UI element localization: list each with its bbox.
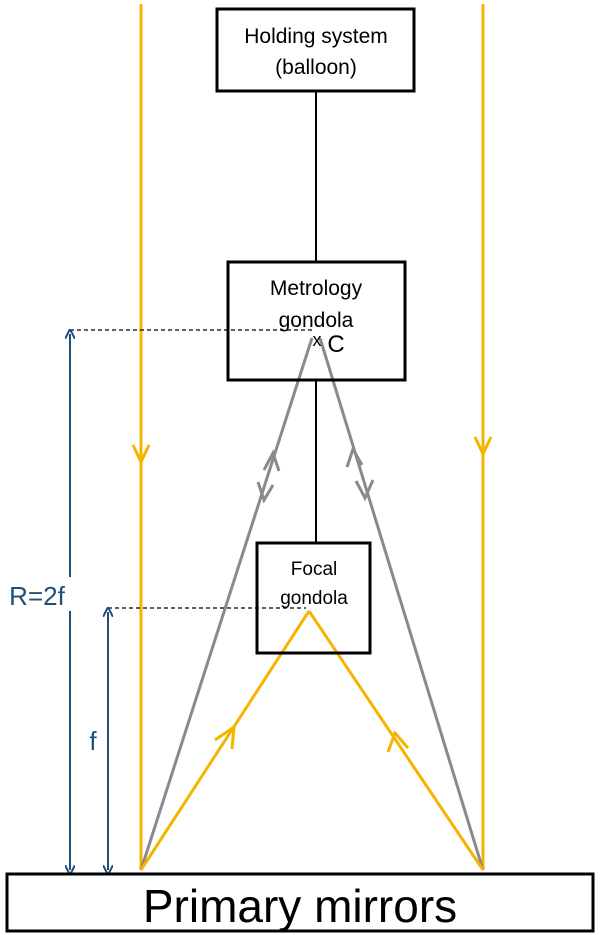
metrology-gondola-label-line1: Metrology xyxy=(270,277,363,300)
gray-arrowhead-up-left xyxy=(262,449,281,472)
focal-gondola-label-line2: gondola xyxy=(280,588,348,609)
ray-arrowhead-left xyxy=(131,444,151,466)
holding-system-label-line1: Holding system xyxy=(244,25,388,48)
focal-gondola-label-line1: Focal xyxy=(291,559,337,580)
radius-label: R=2f xyxy=(9,581,65,611)
center-marker: x xyxy=(313,330,322,350)
focused-arrowhead-right xyxy=(386,730,410,753)
radius-label-background xyxy=(44,577,98,611)
metrology-gondola-box xyxy=(226,260,407,382)
gray-arrowhead-down-left xyxy=(256,481,275,504)
focal-length-label-background xyxy=(84,722,104,756)
gray-arrowhead-up-right xyxy=(345,445,364,468)
reflected-ray-right xyxy=(318,337,485,871)
reflected-ray-left xyxy=(139,337,314,871)
focal-length-label: f xyxy=(89,726,97,756)
focused-ray-right xyxy=(307,610,485,871)
primary-mirrors-box xyxy=(5,872,595,933)
metrology-gondola-label-line2: gondola xyxy=(279,309,354,332)
gray-arrowhead-down-right xyxy=(354,479,375,502)
focused-arrowhead-left xyxy=(214,723,236,750)
primary-mirrors-label: Primary mirrors xyxy=(143,880,457,932)
holding-system-label-line2: (balloon) xyxy=(275,56,357,79)
focal-gondola-box xyxy=(255,541,372,655)
focused-ray-left xyxy=(139,610,311,871)
holding-system-box xyxy=(215,7,416,93)
center-label: C xyxy=(327,331,344,358)
ray-arrowhead-right xyxy=(473,436,493,458)
